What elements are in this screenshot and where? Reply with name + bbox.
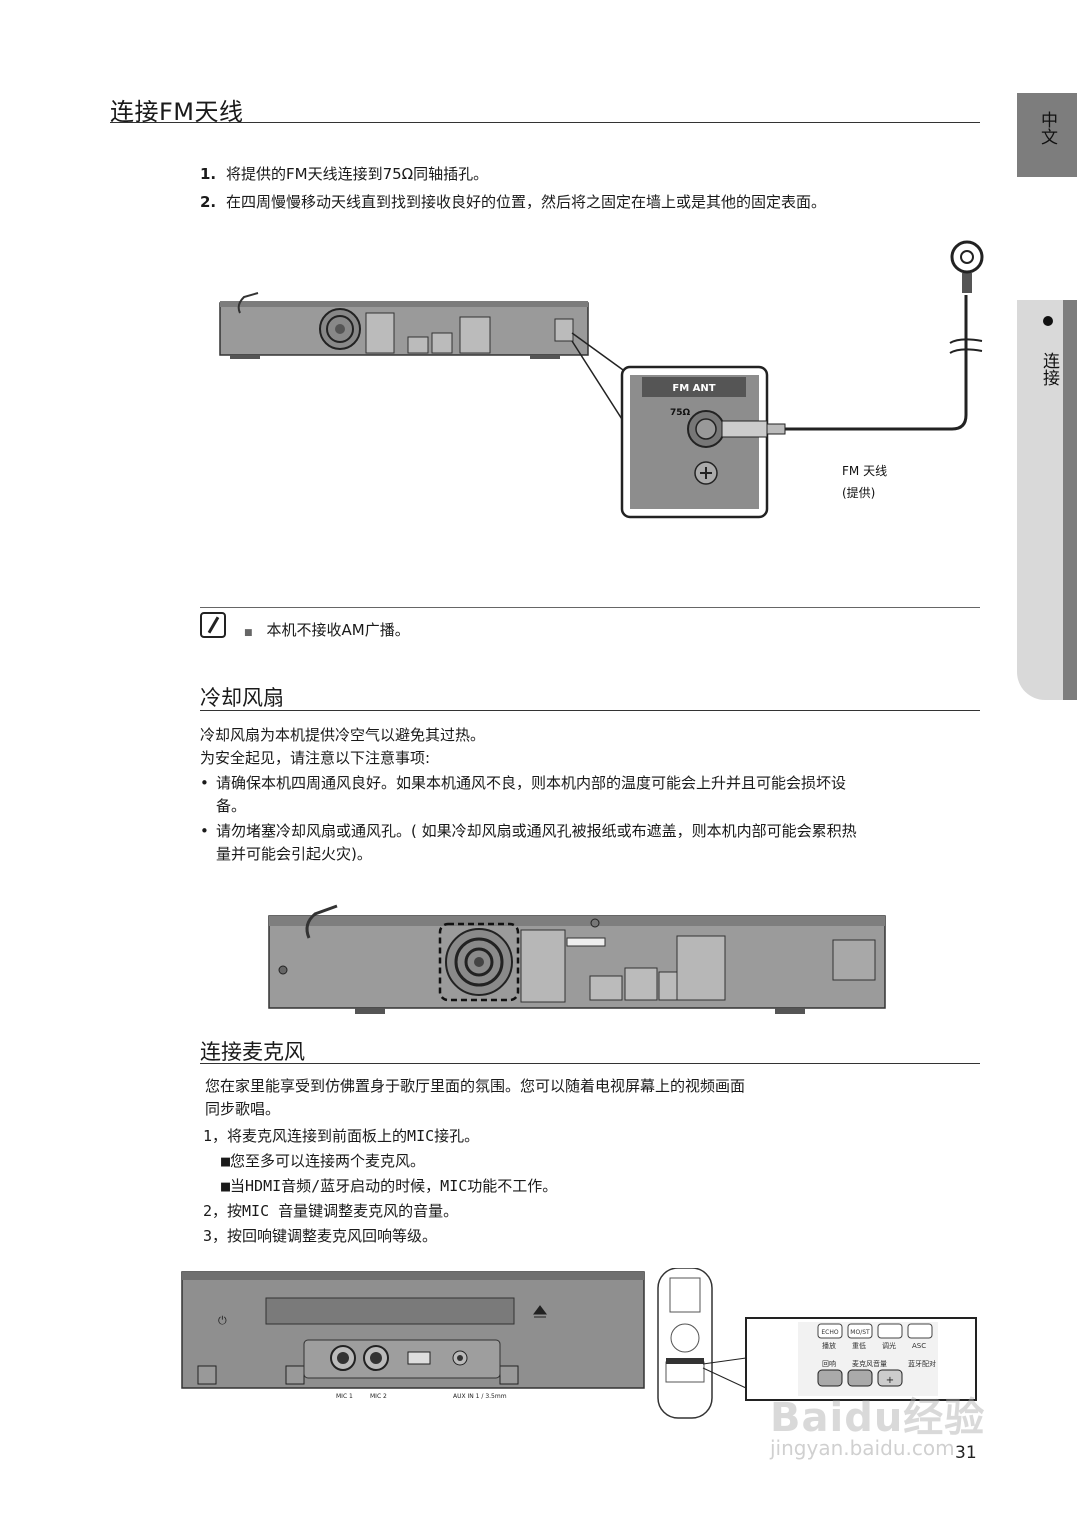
language-tab-label: 中文 xyxy=(1037,111,1057,145)
watermark-brand: Baidu经验 xyxy=(770,1395,986,1441)
fm-antenna-illustration: FM ANT 75Ω FM 天线 (提供) xyxy=(219,240,984,519)
svg-text:+: + xyxy=(886,1375,894,1386)
remote-label-play: 播放 xyxy=(822,1341,836,1350)
fan-section-title: 冷却风扇 xyxy=(200,686,284,710)
fm-title-rule xyxy=(110,122,980,123)
fm-step-1-num: 1. xyxy=(200,165,217,183)
fan-bullet-1-line1: 请确保本机四周通风良好。如果本机通风不良，则本机内部的温度可能会上升并且可能会损… xyxy=(216,774,847,792)
front-panel-mic-illustration: ⏻ MIC 1 MIC 2 AUX IN 1 / 3.5mm ECHO MO/S… xyxy=(181,1268,977,1419)
watermark-url: jingyan.baidu.com xyxy=(770,1436,955,1460)
mic-intro-1: 您在家里能享受到仿佛置身于歌厅里面的氛围。您可以随着电视屏幕上的视频画面 xyxy=(205,1077,746,1095)
mic-intro-2: 同步歌唱。 xyxy=(205,1100,281,1118)
section-tab-dot xyxy=(1043,316,1053,326)
note-bullet: ■ xyxy=(244,628,253,638)
remote-label-bass: 重低 xyxy=(852,1341,866,1350)
fm-ant-ohm: 75Ω xyxy=(670,408,691,418)
fm-step-2-num: 2. xyxy=(200,193,217,211)
mic-step-1: 1，将麦克风连接到前面板上的MIC接孔。 xyxy=(203,1127,480,1145)
note-icon xyxy=(200,612,226,638)
remote-label-asc: ASC xyxy=(912,1342,926,1350)
page-number: 31 xyxy=(955,1443,977,1463)
fm-step-1-text: 将提供的FM天线连接到75Ω同轴插孔。 xyxy=(226,165,489,183)
remote-label-dimmer: 调光 xyxy=(882,1341,896,1350)
fm-ant-zoom-panel: FM ANT 75Ω xyxy=(620,365,786,519)
fm-step-2: 2. 在四周慢慢移动天线直到找到接收良好的位置，然后将之固定在墙上或是其他的固定表… xyxy=(200,191,960,214)
fm-step-2-text: 在四周慢慢移动天线直到找到接收良好的位置，然后将之固定在墙上或是其他的固定表面。 xyxy=(226,193,827,211)
fan-intro-1: 冷却风扇为本机提供冷空气以避免其过热。 xyxy=(200,726,486,744)
fm-section-title: 连接FM天线 xyxy=(110,98,244,126)
language-tab: 中文 xyxy=(1017,93,1077,177)
antenna-label: FM 天线 xyxy=(842,464,887,478)
fan-title-rule xyxy=(200,710,980,711)
fm-step-1: 1. 将提供的FM天线连接到75Ω同轴插孔。 xyxy=(200,163,960,191)
svg-text:⏻: ⏻ xyxy=(218,1314,227,1327)
fan-bullet-2-line1: 请勿堵塞冷却风扇或通风孔。( 如果冷却风扇或通风孔被报纸或布遮盖，则本机内部可能… xyxy=(216,822,857,840)
mic-step-1-note-b: ■当HDMI音频/蓝牙启动的时候，MIC功能不工作。 xyxy=(221,1177,558,1195)
remote-btn-echo: ECHO xyxy=(821,1329,838,1336)
mic-steps: 1，将麦克风连接到前面板上的MIC接孔。 ■您至多可以连接两个麦克风。 ■当HD… xyxy=(203,1124,963,1249)
front-label-mic2: MIC 2 xyxy=(370,1393,387,1400)
mic-step-2: 2，按MIC 音量键调整麦克风的音量。 xyxy=(203,1202,459,1220)
antenna-sub-label: (提供) xyxy=(842,485,875,500)
remote-btn-most: MO/ST xyxy=(850,1329,870,1336)
note-rule xyxy=(200,607,980,608)
fan-bullet-1: • 请确保本机四周通风良好。如果本机通风不良，则本机内部的温度可能会上升并且可能… xyxy=(200,772,980,818)
receiver-rear-panel xyxy=(219,292,589,359)
mic-step-3: 3，按回响键调整麦克风回响等级。 xyxy=(203,1227,438,1245)
fan-intro: 冷却风扇为本机提供冷空气以避免其过热。 为安全起见，请注意以下注意事项: xyxy=(200,724,980,770)
mic-intro: 您在家里能享受到仿佛置身于歌厅里面的氛围。您可以随着电视屏幕上的视频画面 同步歌… xyxy=(205,1075,965,1121)
remote-label-mic-volume: 麦克风音量 xyxy=(852,1359,887,1368)
note-text: 本机不接收AM广播。 xyxy=(266,621,410,639)
rear-panel-fan-illustration xyxy=(268,904,886,1014)
fan-bullet-2-line2: 量并可能会引起火灾)。 xyxy=(216,845,372,863)
mic-title-rule xyxy=(200,1063,980,1064)
note-text-row: ■ 本机不接收AM广播。 xyxy=(244,619,410,645)
remote-label-bt-pair: 蓝牙配对 xyxy=(908,1359,936,1368)
fm-steps: 1. 将提供的FM天线连接到75Ω同轴插孔。 2. 在四周慢慢移动天线直到找到接收良… xyxy=(200,163,960,214)
mic-section-title: 连接麦克风 xyxy=(200,1040,305,1064)
mic-step-1-note-a: ■您至多可以连接两个麦克风。 xyxy=(221,1152,426,1170)
fan-bullet-1-line2: 备。 xyxy=(216,797,247,815)
fan-bullets: • 请确保本机四周通风良好。如果本机通风不良，则本机内部的温度可能会上升并且可能… xyxy=(200,772,980,866)
fm-ant-label: FM ANT xyxy=(672,383,715,394)
fan-intro-2: 为安全起见，请注意以下注意事项: xyxy=(200,749,431,767)
section-tab-label: 连接 xyxy=(1039,352,1059,386)
front-label-mic1: MIC 1 xyxy=(336,1393,353,1400)
section-tab-edge xyxy=(1063,300,1077,700)
front-label-aux: AUX IN 1 / 3.5mm xyxy=(453,1393,507,1400)
fan-bullet-2: • 请勿堵塞冷却风扇或通风孔。( 如果冷却风扇或通风孔被报纸或布遮盖，则本机内部… xyxy=(200,820,980,866)
remote-label-echo: 回响 xyxy=(822,1359,836,1368)
